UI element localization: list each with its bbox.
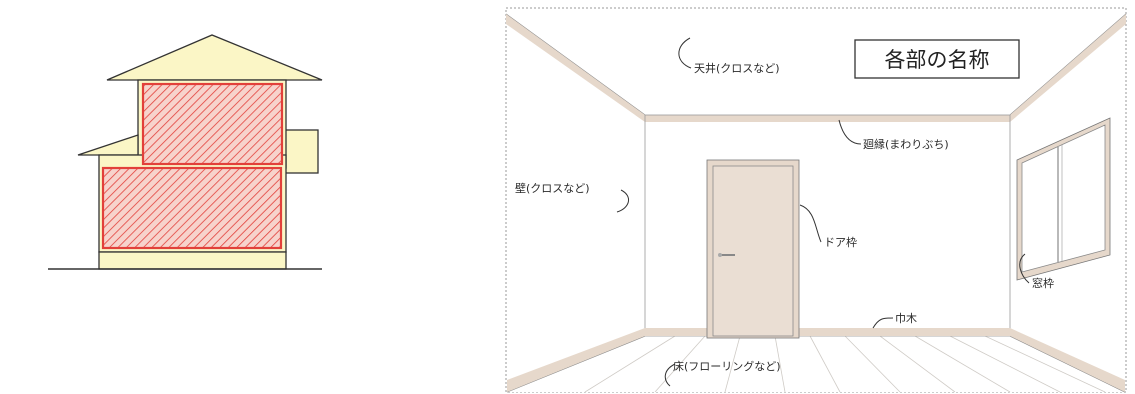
wall-label: 壁(クロスなど) [515,181,590,195]
upper-roof [106,34,323,81]
window-frame-leader [1019,253,1030,284]
baseboard-left [507,328,645,392]
crown-molding-right [1010,14,1126,122]
door-handle-knob [718,253,722,257]
crown-molding-left [506,14,645,122]
window-glass [1021,124,1106,273]
ceiling-leader [678,37,692,69]
house-section-diagram [48,34,323,270]
title-box [854,39,1020,79]
right-annex [284,129,319,174]
wall-leader [616,189,629,213]
first-floor-interior [101,166,283,250]
door-frame-leader [799,204,822,243]
diagram-title: 各部の名称 [885,48,990,72]
crown-molding-label: 廻縁(まわりぶち) [863,137,949,151]
floor-boards [584,335,1106,393]
crown-molding-back [645,115,1010,122]
door-frame-label: ドア枠 [824,235,857,249]
crown-molding-leader [838,119,862,145]
baseboard-right [1010,328,1125,392]
baseboard-leader [872,317,894,329]
baseboard-label: 巾木 [895,311,917,325]
foundation [98,251,287,270]
floor [507,336,1125,392]
door [712,165,794,337]
room-parts-diagram: 各部の名称 天井(クロスなど) 廻縁(まわりぶち) 壁(クロスなど) ドア枠 窓… [505,7,1127,393]
second-floor-interior [141,82,284,166]
window-frame-label: 窓枠 [1032,276,1054,290]
ceiling-label: 天井(クロスなど) [694,61,780,75]
lower-roof [77,134,139,156]
floor-leader [664,363,676,387]
floor-label: 床(フローリングなど) [673,359,781,373]
baseboard-back [645,328,1010,336]
